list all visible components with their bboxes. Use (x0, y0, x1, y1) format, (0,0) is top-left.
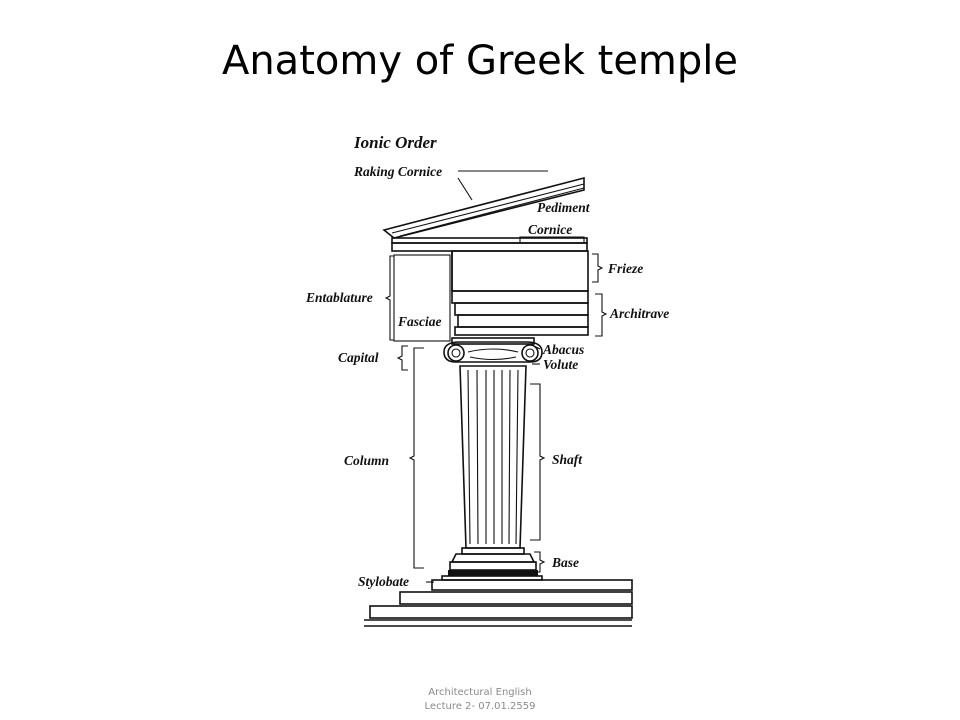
fasciae-box (393, 254, 451, 342)
label-base: Base (551, 555, 579, 570)
slide-footer: Architectural English Lecture 2- 07.01.2… (0, 686, 960, 714)
footer-course: Architectural English (428, 687, 532, 698)
label-stylobate: Stylobate (358, 574, 409, 589)
label-entablature: Entablature (305, 290, 373, 305)
label-architrave: Architrave (609, 306, 669, 321)
capital-shape (443, 337, 543, 363)
frieze-bracket (592, 253, 604, 283)
label-abacus: Abacus (542, 342, 584, 357)
column-bracket (408, 347, 424, 569)
frieze-block (451, 250, 589, 292)
label-pediment: Pediment (537, 200, 591, 215)
label-volute: Volute (543, 357, 578, 372)
slide-title: Anatomy of Greek temple (221, 38, 739, 84)
label-column: Column (344, 453, 389, 468)
architrave-bracket (595, 293, 608, 337)
shaft-bracket (530, 383, 546, 541)
cornice-bracket (519, 236, 585, 243)
column-shaft (459, 365, 527, 549)
label-fasciae: Fasciae (397, 314, 442, 329)
label-shaft: Shaft (552, 452, 583, 467)
diagram-heading: Ionic Order (353, 133, 437, 152)
label-capital: Capital (338, 350, 379, 365)
architrave-block (451, 290, 589, 336)
label-cornice: Cornice (528, 222, 572, 237)
entablature-bracket (384, 255, 394, 341)
stylobate-steps (364, 575, 633, 627)
footer-lecture: Lecture 2- 07.01.2559 (424, 701, 536, 712)
column-base (448, 547, 538, 576)
label-raking-cornice: Raking Cornice (353, 164, 442, 179)
label-frieze: Frieze (607, 261, 643, 276)
base-bracket (534, 551, 546, 573)
capital-bracket (396, 345, 408, 371)
